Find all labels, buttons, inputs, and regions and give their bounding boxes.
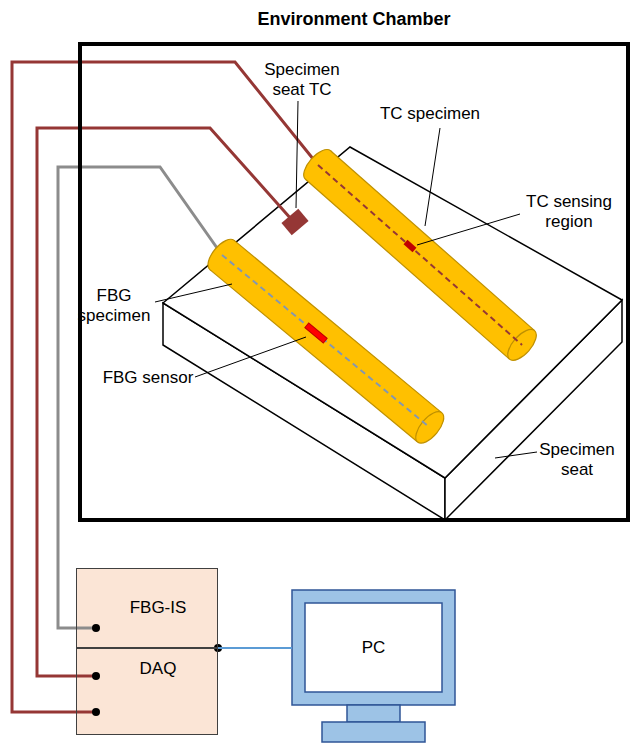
terminal-dot: [92, 708, 100, 716]
instrument-box: [76, 568, 218, 735]
data-cable: [218, 647, 292, 649]
terminal-dot: [92, 624, 100, 632]
leader-line: [417, 214, 520, 245]
part-label: FBG specimen: [72, 286, 156, 326]
tc-wire: [12, 62, 318, 712]
part-label: TC specimen: [378, 104, 482, 124]
terminal-dot: [92, 672, 100, 680]
box-label: FBG-IS: [130, 598, 187, 618]
box-label: DAQ: [140, 659, 177, 679]
part-label: Specimen seat: [536, 440, 618, 480]
box-label: PC: [362, 638, 386, 658]
chamber-title: Environment Chamber: [78, 8, 630, 30]
fbg-sensor: [305, 323, 327, 343]
cylinder-edge: [305, 179, 509, 359]
cylinder-edge: [210, 270, 418, 442]
monitor-base: [322, 722, 425, 742]
monitor-neck: [347, 705, 400, 722]
instrument-box: FBG-IS: [76, 568, 218, 648]
leader-line: [425, 128, 440, 226]
tc-sensing-mark: [404, 240, 417, 252]
part-label: FBG sensor: [100, 368, 196, 388]
cylinder-body: [305, 151, 534, 359]
monitor-screen: [305, 603, 442, 692]
seat-tc: [281, 209, 308, 235]
seat-tc-wire: [37, 128, 292, 676]
cylinder-face: [411, 407, 449, 448]
leader-line: [296, 101, 298, 208]
tc-sensing-region: [404, 240, 417, 252]
embedded-tc-wire: [318, 165, 522, 345]
seat-tc-block: [281, 209, 308, 235]
part-label: TC sensing region: [520, 192, 618, 232]
monitor-frame: [292, 590, 455, 705]
cylinder-body: [210, 240, 442, 442]
part-label: Specimen seat TC: [257, 60, 347, 100]
leader-line: [155, 284, 232, 302]
data-cable: [218, 647, 292, 649]
fbg-sensor-mark: [305, 323, 327, 343]
leader-line: [495, 452, 537, 458]
computer-monitor: PC: [292, 590, 455, 705]
instrument-box: DAQ: [76, 648, 218, 735]
leader-line: [195, 337, 306, 377]
embedded-fiber: [222, 255, 430, 427]
tc-specimen: [299, 145, 542, 365]
seat-top: [163, 147, 622, 478]
fiber-wire: [58, 167, 222, 628]
